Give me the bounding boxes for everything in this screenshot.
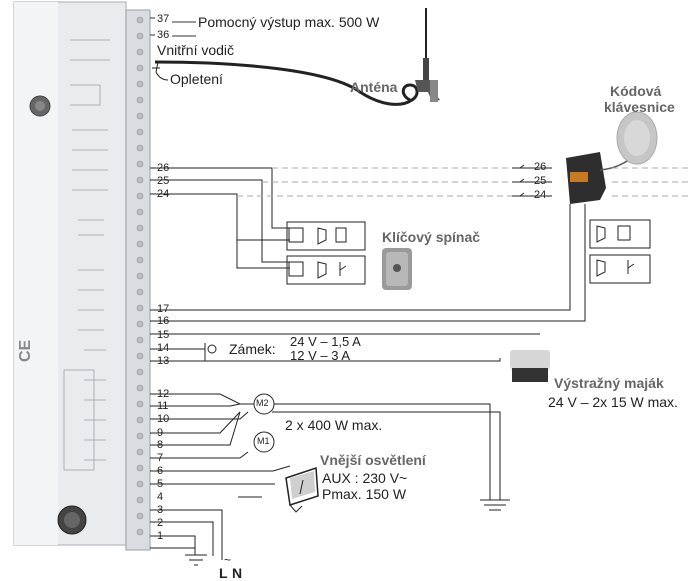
terminal-25: 25 [157,175,170,187]
terminal-37: 37 [157,13,170,25]
antenna-icon [415,8,440,102]
terminal-5: 5 [157,478,164,490]
lock-spec-24v: 24 V – 1,5 A [290,334,361,349]
motor-m2-label: M2 [256,398,269,408]
terminal-12: 12 [157,388,170,400]
shield-label: Opletení [170,71,223,87]
light-aux-label: AUX : 230 V~ [322,470,408,486]
key-switch-icon [382,248,412,290]
motor-m2-circle [253,393,275,415]
keypad-icon [566,111,658,204]
ground-icon [185,554,207,566]
control-board: CE [13,1,151,551]
terminal-17: 17 [157,303,170,315]
keypad-terminal-25: 25 [534,175,547,187]
light-label: Vnější osvětlení [320,452,426,468]
terminal-16: 16 [157,315,170,327]
terminal-14: 14 [157,342,170,354]
terminal-8: 8 [157,439,164,451]
terminal-36: 36 [157,29,170,41]
terminal-7: 7 [157,452,164,464]
terminal-9: 9 [157,427,164,439]
terminal-15: 15 [157,329,170,341]
svg-text:CE: CE [17,339,34,362]
phase-label: L [219,565,228,581]
terminal-6: 6 [157,465,164,477]
terminal-13: 13 [157,355,170,367]
keypad-label-2: klávesnice [604,99,675,115]
beacon-spec: 24 V – 2x 15 W max. [548,394,678,410]
key-switch-label: Klíčový spínač [382,229,481,245]
keypad-contacts [589,219,651,284]
beacon-icon [510,350,550,382]
antenna-label: Anténa [350,79,398,95]
lock-label: Zámek: [229,341,276,357]
keypad-terminal-26: 26 [534,161,547,173]
motors-spec-label: 2 x 400 W max. [285,417,383,433]
terminal-3: 3 [157,504,164,516]
key-switch-contacts [286,221,366,285]
terminal-24: 24 [157,188,170,200]
terminal-1: 1 [157,530,164,542]
terminal-11: 11 [157,400,169,412]
lock-spec-12v: 12 V – 3 A [290,348,350,363]
terminal-4: 4 [157,491,164,503]
motor-m1-label: M1 [257,436,270,446]
neutral-label: N [232,565,243,581]
light-pmax-label: Pmax. 150 W [322,486,407,502]
terminal-2: 2 [157,517,164,529]
terminal-26: 26 [157,162,170,174]
keypad-terminal-24: 24 [534,189,547,201]
tilde-label: ~ [224,553,232,567]
keypad-label-1: Kódová [610,83,662,99]
motor-m1-circle [253,431,275,453]
terminal-10: 10 [157,413,170,425]
aux-output-label: Pomocný výstup max. 500 W [198,14,380,30]
antenna-cable [152,60,419,106]
inner-conductor-label: Vnitřní vodič [157,42,235,58]
beacon-label: Výstražný maják [554,375,664,391]
lamp-icon [285,466,319,513]
